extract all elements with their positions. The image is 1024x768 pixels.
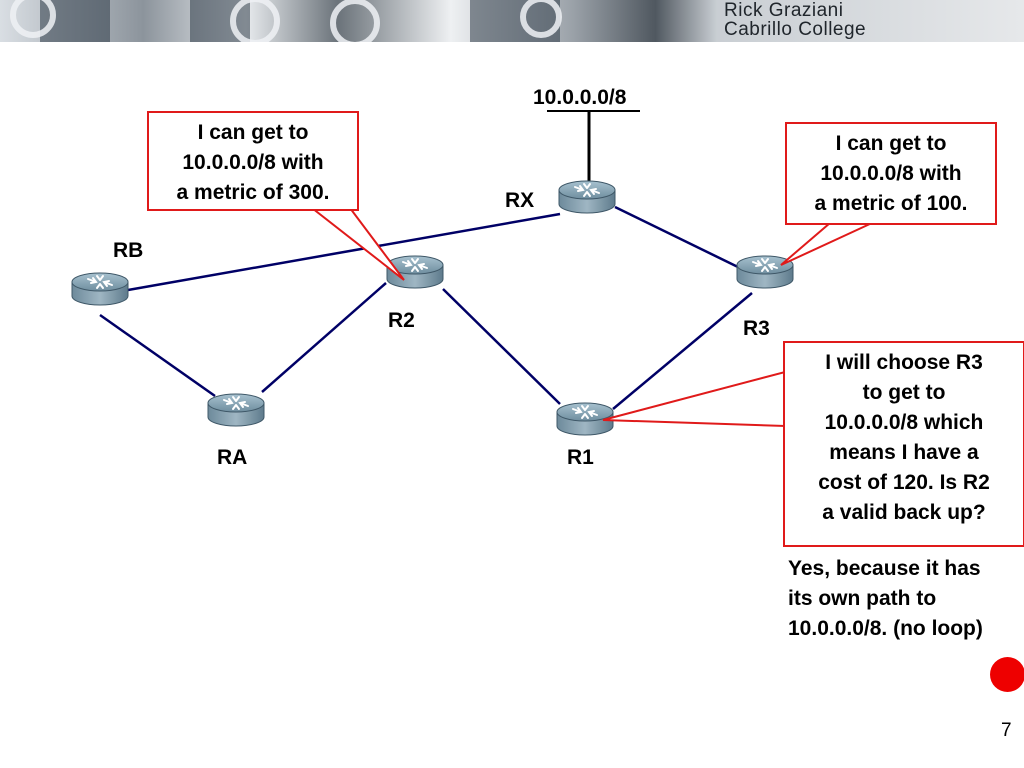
red-dot-marker	[990, 657, 1024, 692]
router-rx-label: RX	[505, 189, 535, 212]
link-r2-r1	[442, 288, 561, 405]
router-rb-icon	[71, 272, 129, 306]
router-rx-icon	[558, 180, 616, 214]
header-banner: Rick Graziani Cabrillo College	[0, 0, 1024, 42]
banner-text: Rick Graziani Cabrillo College	[724, 1, 866, 39]
callout-r3-metric: I can get to 10.0.0.0/8 with a metric of…	[785, 122, 997, 225]
callout-r1-choice: I will choose R3 to get to 10.0.0.0/8 wh…	[783, 341, 1024, 547]
router-r2-label: R2	[388, 309, 415, 332]
callout-r2-metric: I can get to 10.0.0.0/8 with a metric of…	[147, 111, 359, 211]
link-rx-r3	[614, 205, 741, 270]
banner-ring	[520, 0, 562, 38]
router-r3-label: R3	[743, 317, 770, 340]
banner-ring	[330, 0, 380, 42]
link-ra-r2	[261, 282, 387, 393]
link-r3-r1	[612, 292, 753, 410]
network-label: 10.0.0.0/8	[533, 86, 627, 109]
institution-name: Cabrillo College	[724, 19, 867, 40]
router-r1-label: R1	[567, 446, 594, 469]
router-rb-label: RB	[113, 239, 144, 262]
callout-pointers	[309, 207, 873, 428]
slide-number: 7	[1001, 720, 1012, 741]
callout-pointer-r3	[780, 222, 873, 266]
banner-ring	[10, 0, 56, 38]
banner-ring	[230, 0, 280, 42]
callout-pointer-r1	[602, 370, 786, 428]
link-rb-ra	[99, 313, 216, 398]
router-ra-label: RA	[217, 446, 248, 469]
author-name: Rick Graziani	[724, 0, 844, 21]
answer-text: Yes, because it has its own path to 10.0…	[788, 557, 983, 640]
router-links	[99, 205, 753, 410]
link-rb-rx	[127, 212, 561, 292]
router-ra-icon	[207, 393, 265, 427]
